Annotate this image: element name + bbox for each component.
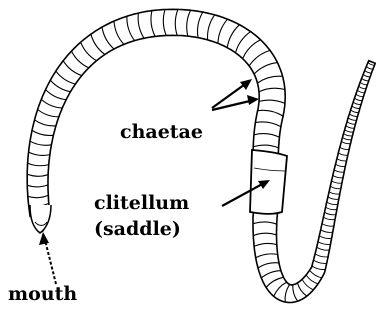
mouth-arrow xyxy=(45,240,56,284)
chaetae-arrowhead-1 xyxy=(240,79,252,90)
worm-head xyxy=(30,205,51,233)
clitellum-label: clitellum xyxy=(94,193,189,214)
worm-body-segments xyxy=(27,9,375,302)
chaetae-arrow-1 xyxy=(212,82,248,108)
saddle-label: (saddle) xyxy=(94,219,181,240)
chaetae-arrowhead-2 xyxy=(247,95,259,105)
annotation-arrows xyxy=(39,79,270,284)
worm-outline xyxy=(27,9,375,302)
chaetae-arrow-2 xyxy=(212,100,254,110)
mouth-arrowhead xyxy=(39,232,49,245)
worm-clitellum xyxy=(250,150,287,214)
mouth-label: mouth xyxy=(8,284,77,305)
chaetae-label: chaetae xyxy=(120,122,203,143)
